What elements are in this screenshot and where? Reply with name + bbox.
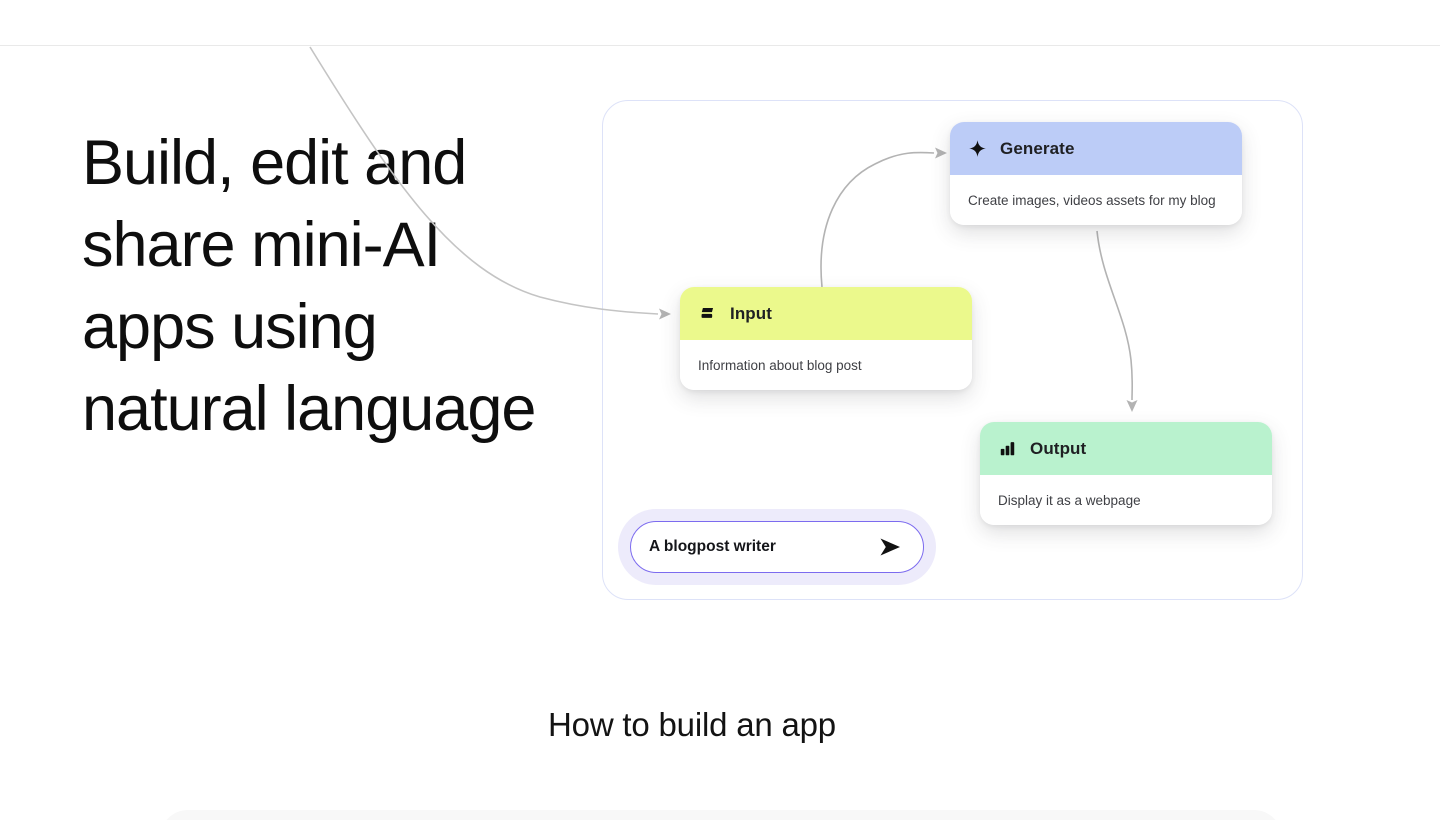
prompt-input[interactable]	[649, 538, 877, 556]
sparkle-icon	[969, 140, 986, 157]
node-input-body: Information about blog post	[680, 340, 972, 390]
node-description: Information about blog post	[698, 357, 862, 373]
node-title: Generate	[1000, 138, 1075, 158]
node-generate-body: Create images, videos assets for my blog	[950, 175, 1242, 225]
node-generate-header: Generate	[950, 122, 1242, 175]
how-to-card	[160, 810, 1282, 820]
node-description: Display it as a webpage	[998, 492, 1141, 508]
headline-line: share mini-AI	[82, 210, 441, 280]
prompt-halo	[618, 509, 936, 585]
hero-headline: Build, edit and share mini-AI apps using…	[82, 122, 536, 450]
node-description: Create images, videos assets for my blog	[968, 192, 1216, 208]
send-button[interactable]	[877, 534, 903, 560]
node-output-body: Display it as a webpage	[980, 475, 1272, 525]
prompt-input-pill[interactable]	[630, 521, 924, 573]
top-divider	[0, 45, 1440, 46]
node-title: Output	[1030, 438, 1087, 458]
headline-line: apps using	[82, 292, 378, 362]
headline-line: natural language	[82, 374, 536, 444]
bar-chart-icon	[1000, 442, 1015, 456]
headline-line: Build, edit and	[82, 128, 467, 198]
node-input-header: Input	[680, 287, 972, 340]
node-generate[interactable]: Generate Create images, videos assets fo…	[950, 122, 1242, 225]
node-input[interactable]: Input Information about blog post	[680, 287, 972, 390]
send-icon	[880, 538, 900, 556]
input-lines-icon	[701, 307, 714, 318]
node-title: Input	[730, 303, 773, 323]
node-output-header: Output	[980, 422, 1272, 475]
section-heading: How to build an app	[548, 706, 836, 743]
node-output[interactable]: Output Display it as a webpage	[980, 422, 1272, 525]
